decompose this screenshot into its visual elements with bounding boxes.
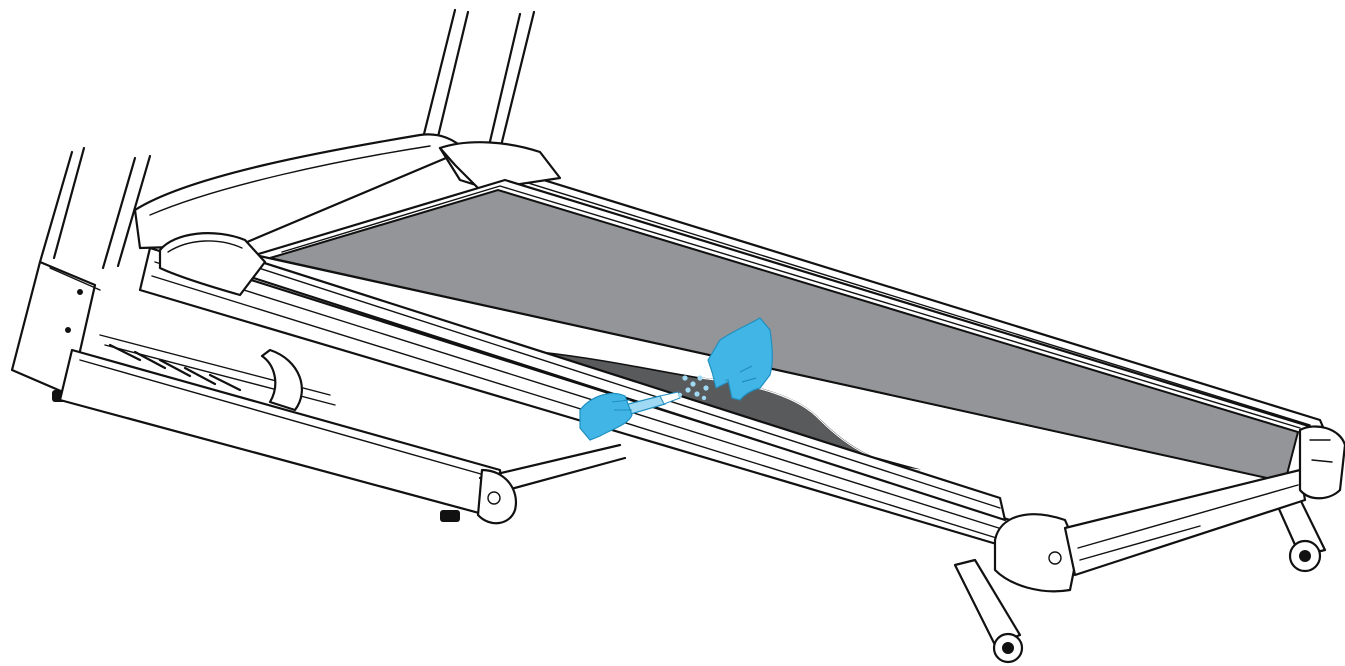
frame-bolt-icon bbox=[487, 491, 501, 505]
bolt-icon bbox=[65, 327, 71, 333]
bolt-icon bbox=[1048, 551, 1062, 565]
right-upright-post bbox=[418, 8, 536, 152]
glove-hand-icon bbox=[707, 317, 773, 401]
running-belt bbox=[266, 188, 1300, 484]
glove-hand-holding-bottle-icon bbox=[579, 392, 633, 441]
near-front-end-cap bbox=[993, 468, 1307, 593]
bolt-icon bbox=[77, 289, 83, 295]
foot-pad bbox=[440, 510, 460, 522]
base-frame bbox=[58, 334, 627, 525]
near-rear-end-cap bbox=[158, 232, 267, 297]
front-leg-right bbox=[1273, 493, 1327, 573]
front-leg-left bbox=[953, 558, 1024, 664]
left-upright-post bbox=[38, 146, 152, 270]
lubricant-drops-icon bbox=[677, 375, 709, 401]
far-rear-end-cap bbox=[438, 141, 562, 192]
far-front-end-cap bbox=[1298, 425, 1345, 500]
